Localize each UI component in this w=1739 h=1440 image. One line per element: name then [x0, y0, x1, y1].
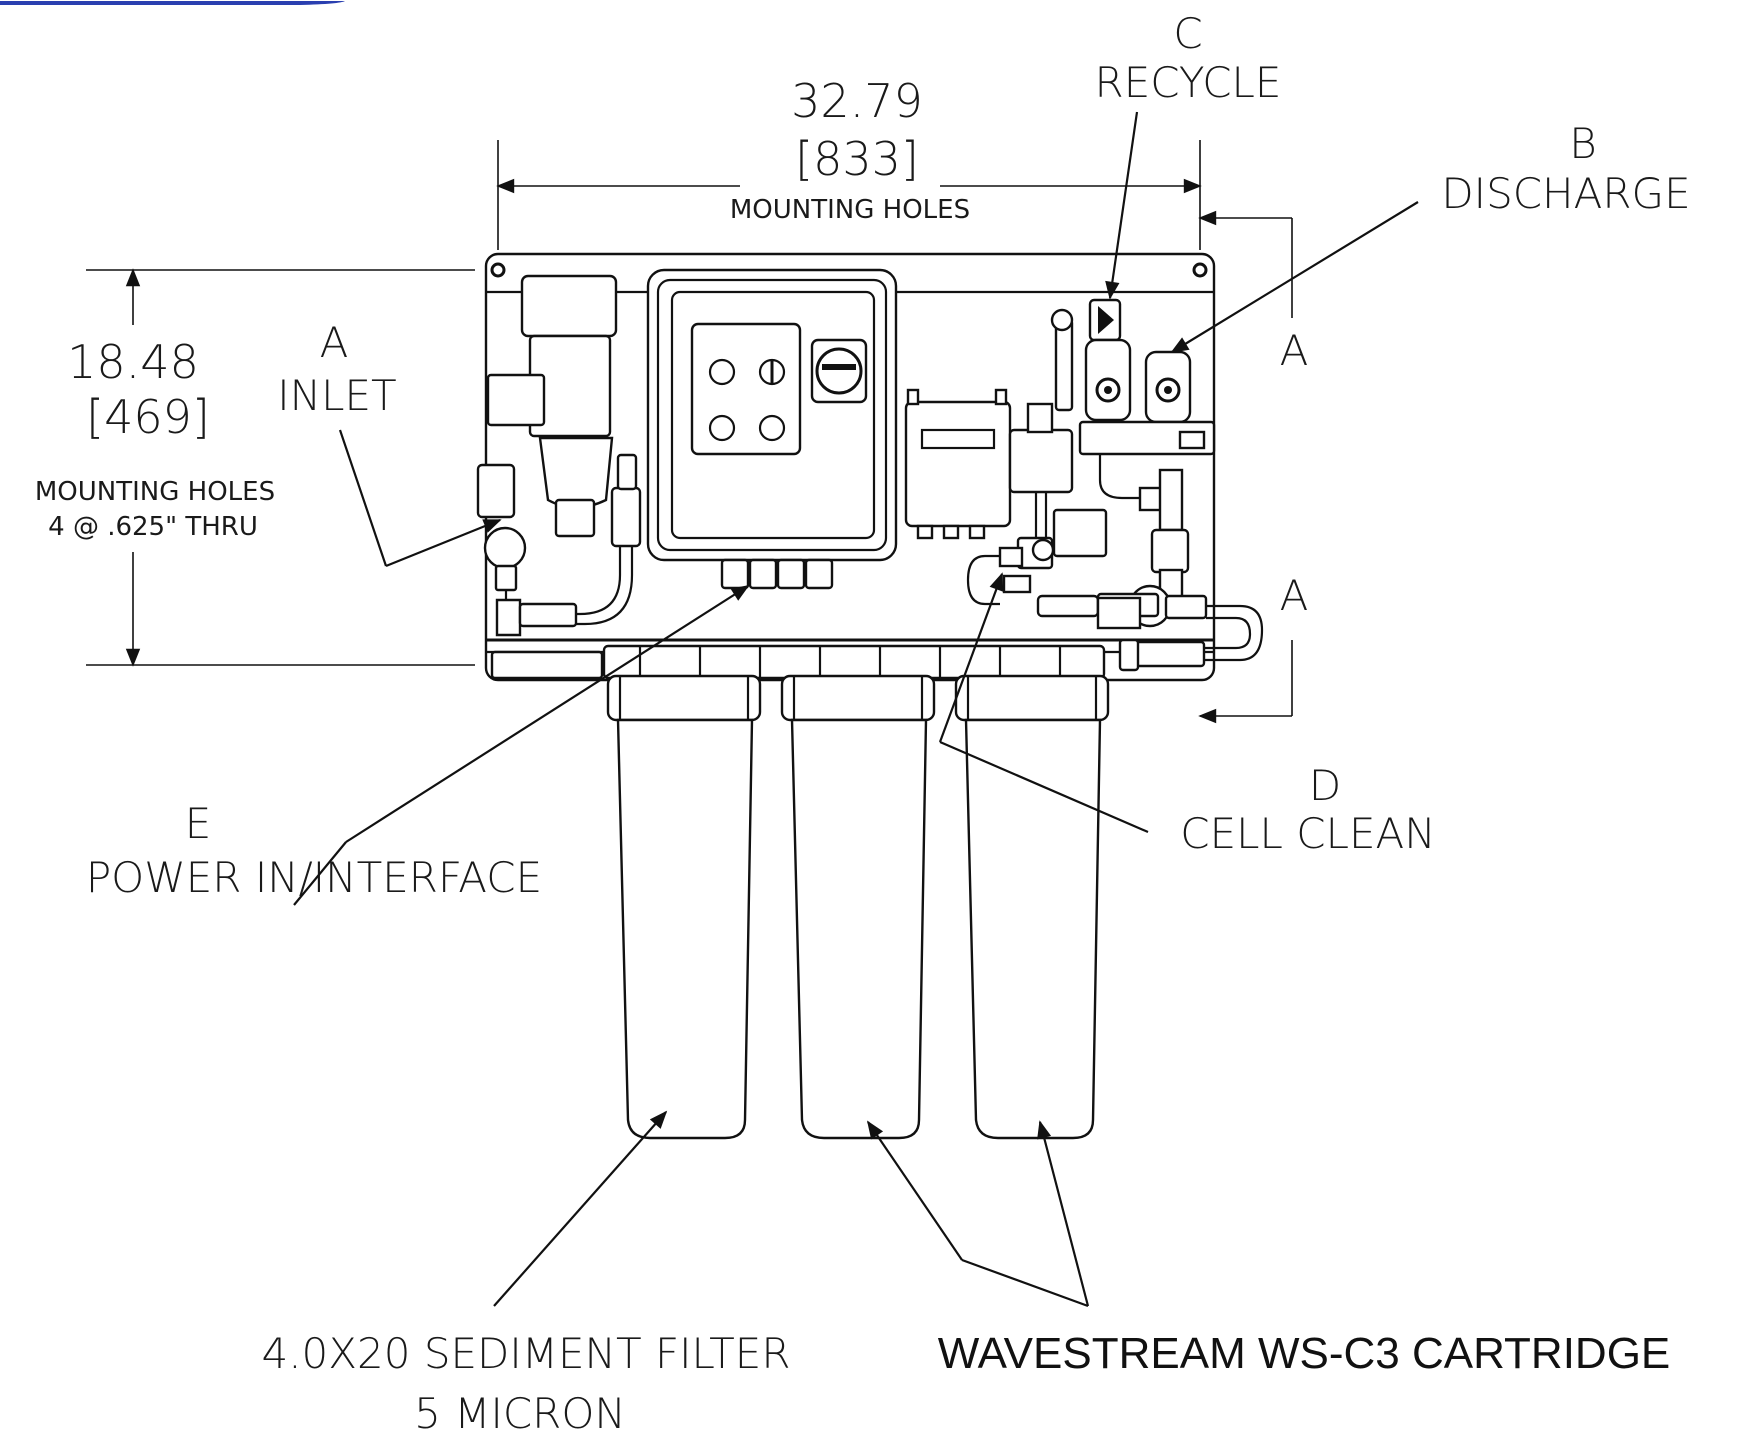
power-label: POWER IN/INTERFACE	[86, 853, 542, 902]
height-note-2: 4 @ .625" THRU	[48, 512, 258, 542]
mounting-hole-tl	[490, 262, 506, 278]
height-metric: [469]	[86, 390, 210, 444]
callout-cartridge: WAVESTREAM WS-C3 CARTRIDGE	[866, 1120, 1671, 1378]
height-dimension: 18.48 [469] MOUNTING HOLES 4 @ .625" THR…	[35, 268, 475, 667]
cellclean-letter: D	[1309, 761, 1341, 810]
callout-power: E POWER IN/INTERFACE	[86, 585, 750, 906]
section-a-top: A	[1280, 326, 1309, 375]
width-metric: [833]	[795, 132, 919, 186]
recycle-letter: C	[1173, 9, 1202, 58]
discharge-letter: B	[1569, 119, 1597, 168]
sediment-filter-housing	[606, 674, 762, 1140]
discharge-label: DISCHARGE	[1441, 169, 1690, 218]
filter-manifold	[490, 644, 1106, 680]
section-a-marker: A A	[1198, 210, 1309, 724]
recycle-label: RECYCLE	[1095, 58, 1282, 107]
callout-cell-clean: D CELL CLEAN	[938, 572, 1436, 858]
cartridge-label: WAVESTREAM WS-C3 CARTRIDGE	[938, 1329, 1671, 1378]
controller-box	[646, 268, 898, 590]
cartridge-housing-1	[780, 674, 936, 1140]
corner-accent	[0, 1, 345, 5]
cellclean-label: CELL CLEAN	[1180, 809, 1435, 858]
sediment-label-1: 4.0X20 SEDIMENT FILTER	[261, 1329, 790, 1378]
flow-meter	[904, 388, 1012, 540]
callout-discharge: B DISCHARGE	[1170, 119, 1691, 353]
feed-pump	[476, 274, 642, 637]
callout-recycle: C RECYCLE	[1095, 9, 1282, 300]
width-dimension: 32.79 [833] MOUNTING HOLES	[496, 74, 1202, 250]
width-value: 32.79	[791, 74, 923, 128]
sediment-label-2: 5 MICRON	[414, 1389, 626, 1438]
section-a-bottom: A	[1280, 571, 1309, 620]
height-value: 18.48	[67, 335, 199, 389]
callout-inlet: A INLET	[277, 318, 502, 568]
mounting-hole-tr	[1192, 262, 1208, 278]
inlet-label: INLET	[277, 371, 396, 420]
cartridge-housing-2	[954, 674, 1110, 1140]
right-plumbing	[966, 298, 1264, 672]
callout-sediment: 4.0X20 SEDIMENT FILTER 5 MICRON	[261, 1110, 791, 1438]
height-note-1: MOUNTING HOLES	[35, 477, 275, 507]
power-letter: E	[185, 799, 212, 848]
inlet-letter: A	[320, 318, 349, 367]
width-note: MOUNTING HOLES	[730, 195, 970, 225]
